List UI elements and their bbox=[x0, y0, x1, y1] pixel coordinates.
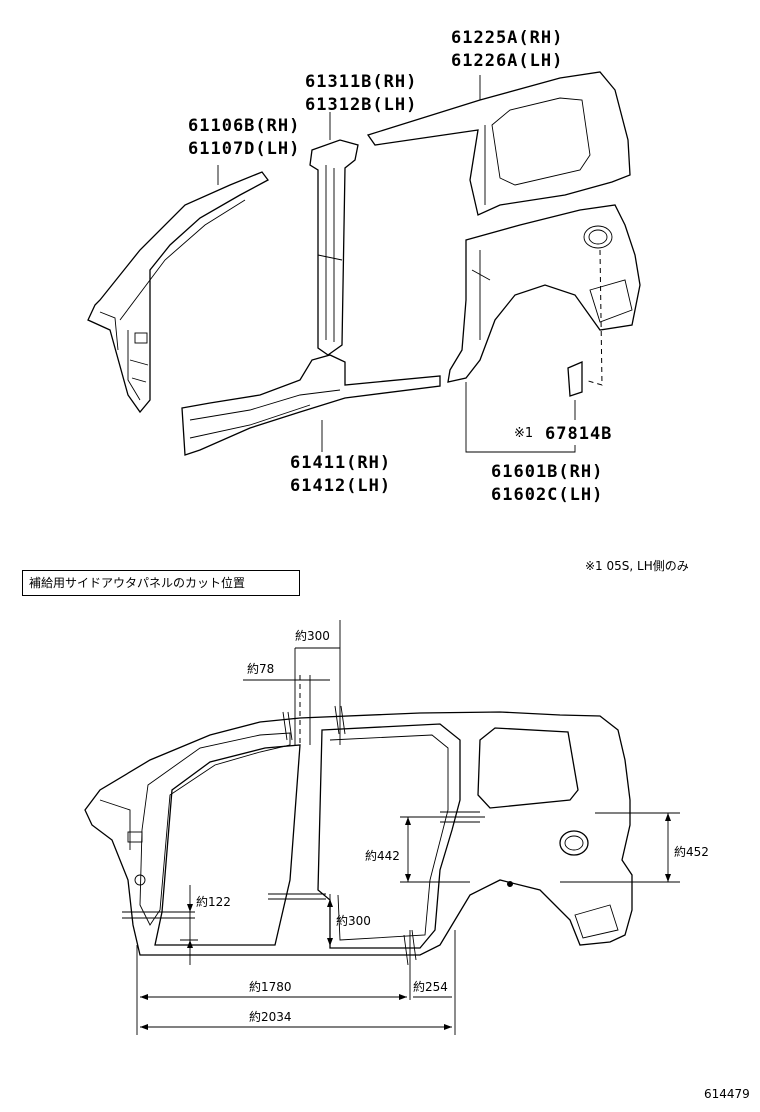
dim-300-mid: 約300 bbox=[336, 914, 371, 928]
dim-1780: 約1780 bbox=[249, 980, 292, 994]
center-pillar-part bbox=[309, 139, 359, 356]
part-label-61107d: 61107D(LH) bbox=[188, 139, 301, 159]
figure-id: 614479 bbox=[704, 1087, 750, 1101]
part-label-61226a: 61226A(LH) bbox=[451, 51, 564, 71]
patch-part bbox=[567, 361, 583, 397]
part-label-61602c: 61602C(LH) bbox=[491, 485, 604, 505]
part-label-61412: 61412(LH) bbox=[290, 476, 392, 496]
part-label-67814b: 67814B bbox=[545, 424, 613, 444]
rocker-panel-part bbox=[181, 354, 441, 456]
dimension-lines bbox=[122, 620, 680, 1035]
dim-2034: 約2034 bbox=[249, 1010, 292, 1024]
dim-452: 約452 bbox=[674, 845, 709, 859]
part-label-61311b: 61311B(RH) bbox=[305, 72, 418, 92]
patch-mark: ※1 bbox=[514, 426, 534, 441]
dim-122: 約122 bbox=[196, 895, 231, 909]
quarter-panel-part bbox=[366, 71, 631, 216]
dim-254: 約254 bbox=[413, 980, 448, 994]
dim-300-top: 約300 bbox=[295, 629, 330, 643]
side-outer-panel bbox=[84, 711, 633, 956]
part-label-61312b: 61312B(LH) bbox=[305, 95, 418, 115]
part-label-61411: 61411(RH) bbox=[290, 453, 392, 473]
dim-442: 約442 bbox=[365, 849, 400, 863]
part-label-61225a: 61225A(RH) bbox=[451, 28, 564, 48]
footnote: ※1 05S, LH側のみ bbox=[585, 559, 689, 573]
quarter-lower-part bbox=[447, 204, 641, 383]
part-label-61601b: 61601B(RH) bbox=[491, 462, 604, 482]
dim-78: 約78 bbox=[247, 662, 275, 676]
cut-position-title: 補給用サイドアウタパネルのカット位置 bbox=[22, 570, 300, 596]
part-label-61106b: 61106B(RH) bbox=[188, 116, 301, 136]
front-pillar-part bbox=[87, 171, 269, 414]
